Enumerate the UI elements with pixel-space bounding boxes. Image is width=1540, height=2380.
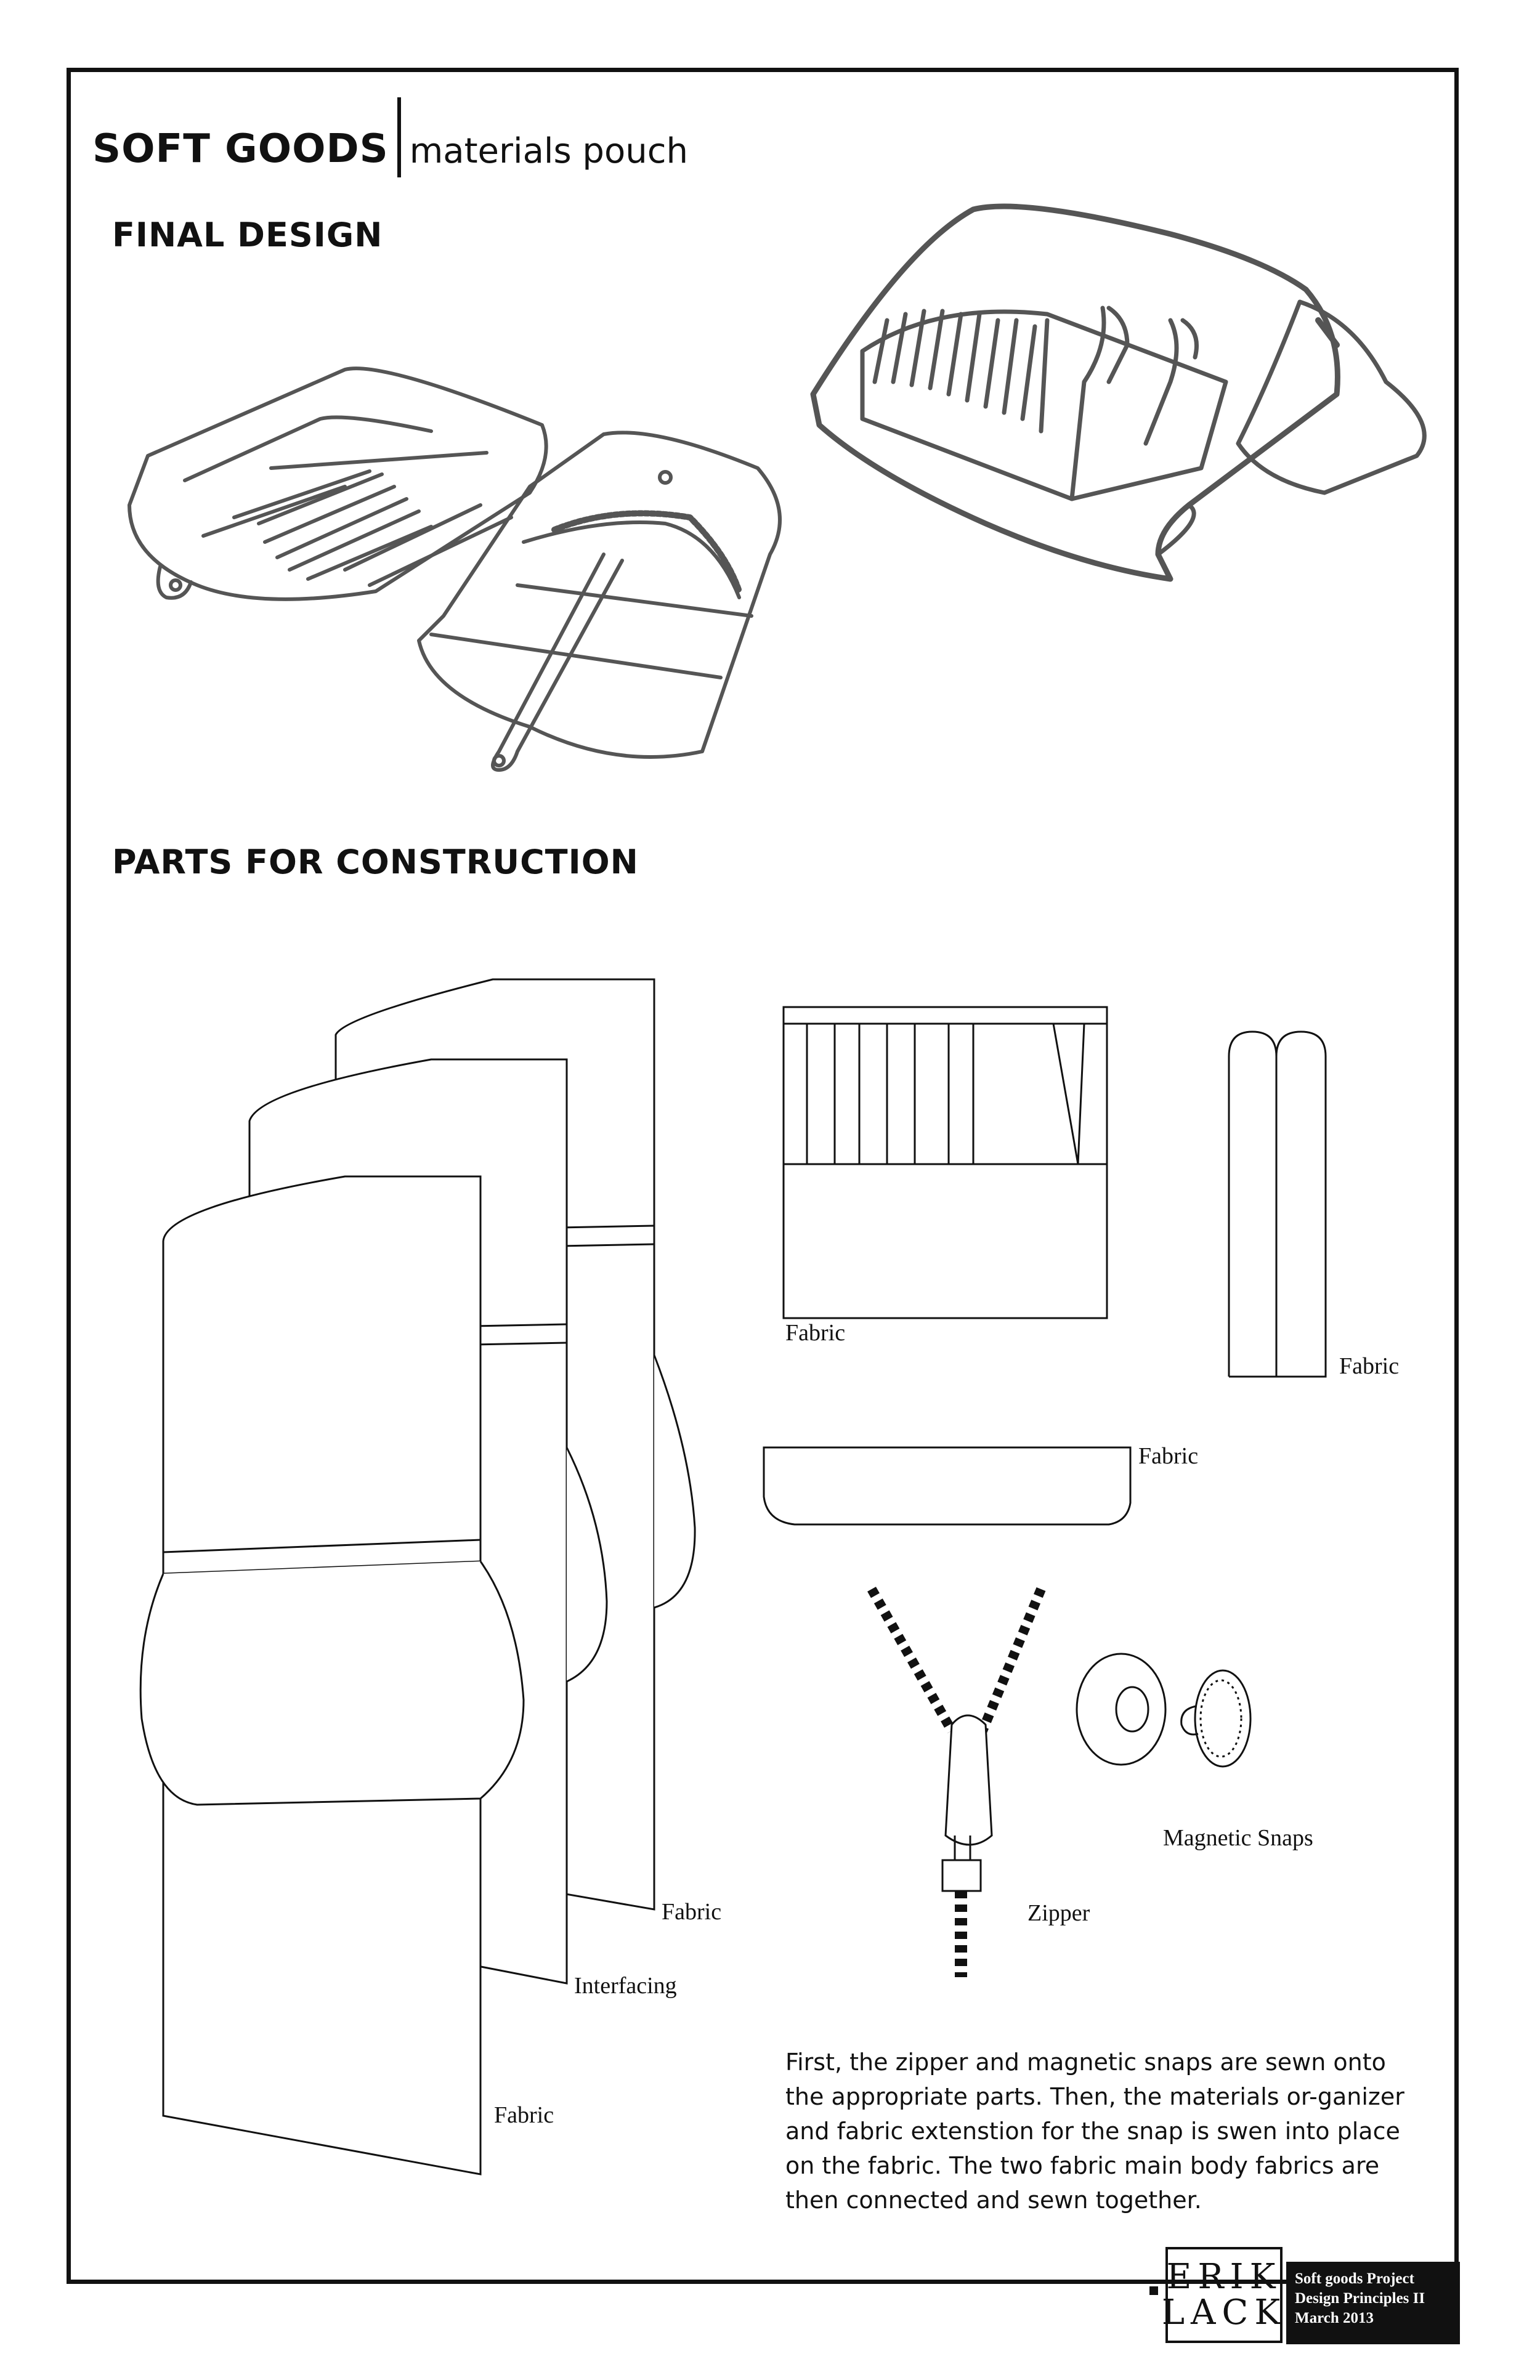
footer-marker xyxy=(1149,2286,1158,2295)
label-body-fabric-front: Fabric xyxy=(494,2102,554,2128)
label-magnetic-snaps: Magnetic Snaps xyxy=(1163,1825,1313,1851)
open-pouch-right-sketch xyxy=(417,431,782,772)
label-flap-fabric: Fabric xyxy=(1138,1443,1199,1469)
construction-description: First, the zipper and magnetic snaps are… xyxy=(785,2049,1404,2214)
brand-logo: ERIK LACK xyxy=(1161,2247,1287,2343)
page-title: SOFT GOODS xyxy=(92,126,389,172)
magnetic-snaps-part xyxy=(1076,1653,1252,1768)
rolled-pouch-sketch xyxy=(810,203,1427,582)
label-zipper: Zipper xyxy=(1027,1900,1090,1926)
brand-line-2: LACK xyxy=(1161,2293,1287,2333)
label-body-fabric-back: Fabric xyxy=(662,1899,722,1925)
brand-line-1: ERIK xyxy=(1166,2257,1282,2297)
zipper-part xyxy=(867,1587,1046,1977)
header: SOFT GOODS materials pouch xyxy=(92,97,689,177)
title-divider xyxy=(397,97,401,177)
credit-box: Soft goods Project Design Principles II … xyxy=(1286,2262,1460,2344)
credit-line-2: Design Principles II xyxy=(1295,2290,1425,2307)
credit-line-1: Soft goods Project xyxy=(1295,2270,1414,2287)
open-pouch-left-sketch xyxy=(128,366,548,601)
page-border xyxy=(67,68,1459,2284)
flap-fabric-part xyxy=(763,1446,1132,1526)
body-fabric-front xyxy=(139,1175,525,2176)
label-organizer-fabric: Fabric xyxy=(785,1320,846,1346)
credit-line-3: March 2013 xyxy=(1295,2310,1374,2326)
organizer-fabric-part xyxy=(782,1006,1108,1319)
section-heading-parts: PARTS FOR CONSTRUCTION xyxy=(112,843,639,881)
label-interfacing: Interfacing xyxy=(574,1973,677,1999)
section-heading-final-design: FINAL DESIGN xyxy=(112,216,383,254)
label-strap-fabric: Fabric xyxy=(1339,1353,1400,1379)
page-subtitle: materials pouch xyxy=(409,131,689,171)
strap-fabric-part xyxy=(1228,1030,1327,1378)
